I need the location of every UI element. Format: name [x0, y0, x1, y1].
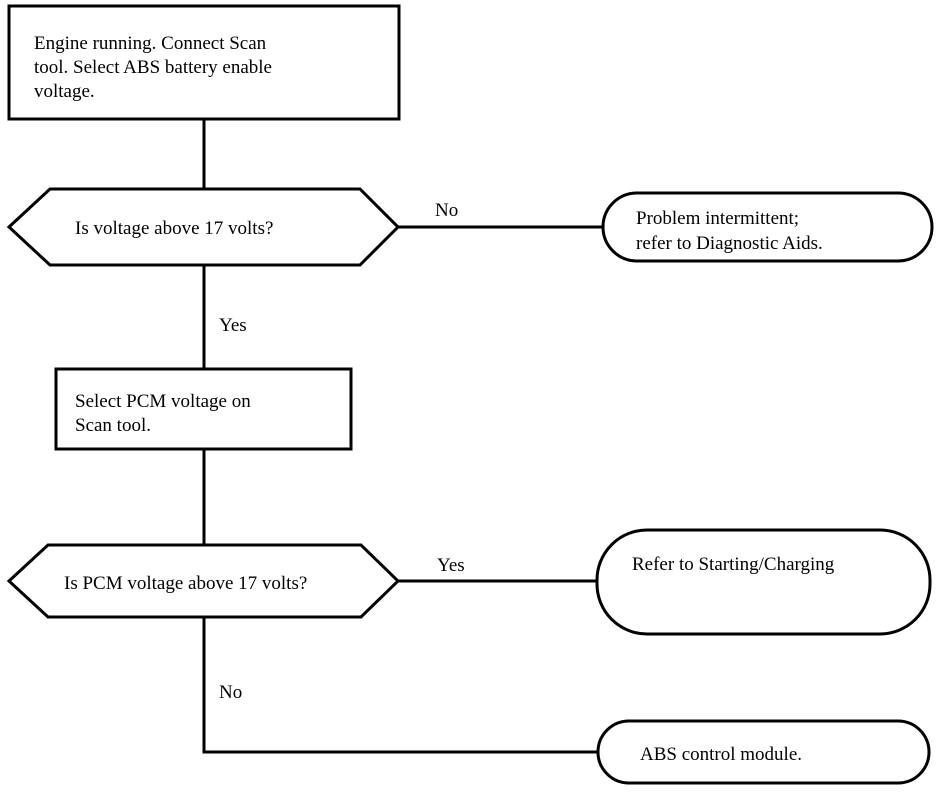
step-pcm-line-1: Select PCM voltage on: [75, 391, 251, 412]
decision-1-line-1: Is voltage above 17 volts?: [75, 218, 273, 239]
start-box: [7, 4, 401, 121]
start-text: Engine running. Connect Scan tool. Selec…: [34, 33, 277, 102]
edge-label-decision1-yes: Yes: [219, 315, 247, 336]
start-line-3: voltage.: [34, 81, 95, 102]
edge-label-decision2-no: No: [219, 682, 242, 703]
decision-2-diamond: [6, 543, 401, 619]
step-pcm-text: Select PCM voltage on Scan tool.: [75, 391, 255, 436]
terminal-intermittent-line-2: refer to Diagnostic Aids.: [636, 233, 823, 254]
terminal-abs-text: ABS control module.: [640, 744, 802, 765]
terminal-intermittent-line-1: Problem intermittent;: [636, 208, 799, 229]
decision-1-text: Is voltage above 17 volts?: [75, 218, 273, 239]
edge-label-decision1-no: No: [435, 200, 458, 221]
terminal-intermittent-text: Problem intermittent; refer to Diagnosti…: [636, 208, 823, 254]
terminal-charging-text: Refer to Starting/Charging: [632, 554, 835, 575]
edge-label-decision2-yes: Yes: [437, 555, 465, 576]
terminal-intermittent-shape: [601, 191, 934, 263]
start-line-1: Engine running. Connect Scan: [34, 33, 267, 54]
step-pcm-line-2: Scan tool.: [75, 415, 151, 436]
step-pcm-box: [54, 367, 353, 451]
decision-1-diamond: [6, 187, 401, 267]
terminal-abs-line-1: ABS control module.: [640, 744, 802, 765]
terminal-charging-shape: [595, 528, 932, 636]
terminal-abs-shape: [596, 719, 931, 785]
decision-2-text: Is PCM voltage above 17 volts?: [64, 573, 307, 594]
connector-decision2-no: [202, 617, 598, 754]
start-line-2: tool. Select ABS battery enable: [34, 57, 272, 78]
terminal-charging-line-1: Refer to Starting/Charging: [632, 554, 835, 575]
decision-2-line-1: Is PCM voltage above 17 volts?: [64, 573, 307, 594]
